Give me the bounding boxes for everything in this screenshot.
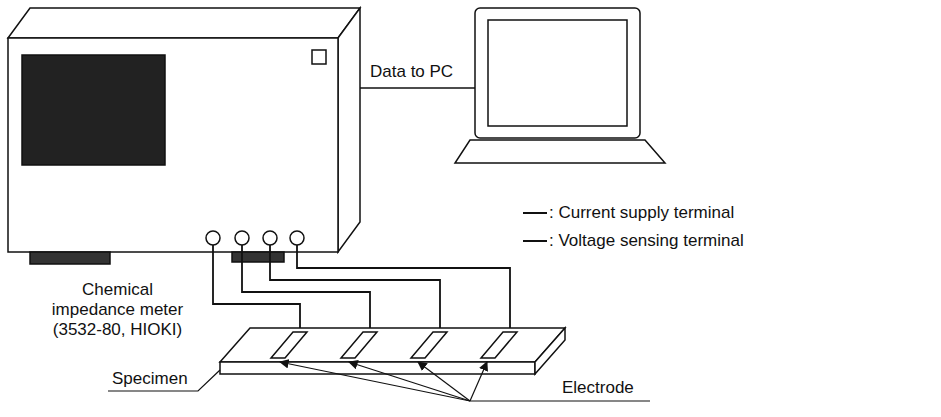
- lead-wires: [213, 245, 510, 334]
- label-text: Data to PC: [370, 62, 453, 81]
- legend-row: : Current supply terminal: [522, 203, 734, 223]
- legend-line: [522, 207, 548, 219]
- label-text: Chemical impedance meter (3532-80, HIOKI…: [52, 280, 183, 339]
- specimen-label: Specimen: [112, 369, 188, 389]
- specimen-leader: [108, 370, 220, 391]
- legend-line: [522, 235, 548, 247]
- label-text: Electrode: [562, 378, 634, 397]
- electrodes: [271, 332, 517, 358]
- laptop: [455, 8, 665, 163]
- label-text: Specimen: [112, 369, 188, 388]
- legend-row: : Voltage sensing terminal: [522, 231, 744, 251]
- electrode-leaders: [280, 362, 650, 401]
- instrument-label: Chemical impedance meter (3532-80, HIOKI…: [45, 280, 190, 340]
- electrode-label: Electrode: [562, 378, 634, 398]
- impedance-meter: [8, 8, 360, 264]
- data-cable: [360, 87, 475, 89]
- specimen-plate: [220, 328, 565, 374]
- legend-text: : Current supply terminal: [549, 203, 734, 223]
- legend-text: : Voltage sensing terminal: [549, 231, 744, 251]
- cable-label: Data to PC: [370, 62, 453, 82]
